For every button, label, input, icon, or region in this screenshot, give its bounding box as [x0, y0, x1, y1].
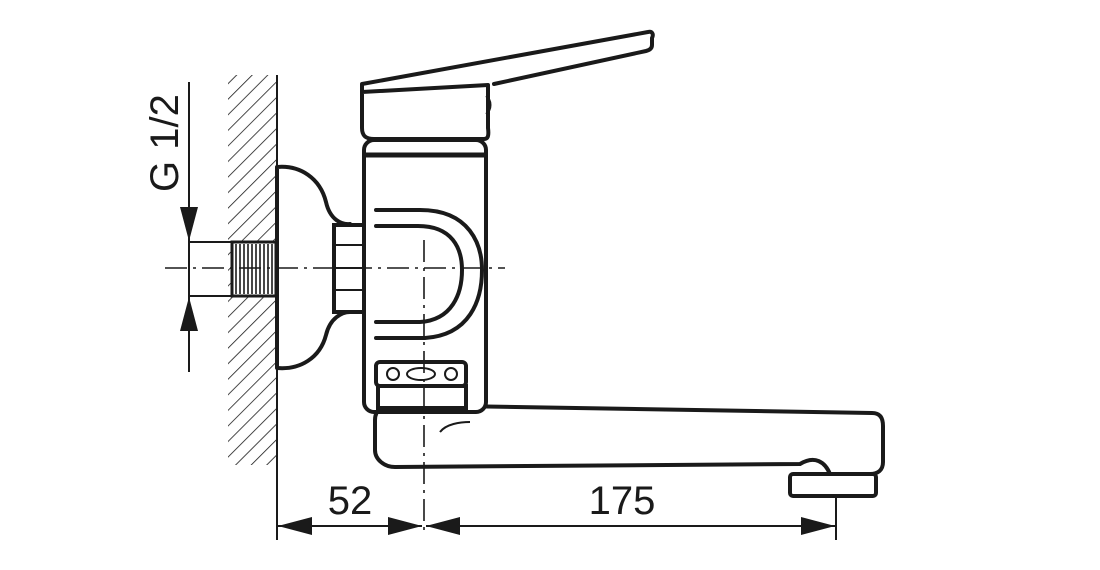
dimension-label-175: 175 [589, 479, 656, 523]
mixer-body [362, 138, 488, 414]
thread-arrow-bottom [180, 297, 198, 331]
aerator [788, 472, 878, 498]
handle-base [360, 83, 491, 141]
body-outer-curve [374, 208, 484, 340]
arrow-52-right [388, 517, 422, 535]
thread-size-label: G 1/2 [143, 94, 187, 192]
handle-pivot-mark [485, 95, 492, 115]
arrow-52-left [278, 517, 312, 535]
decorative-ring [374, 360, 468, 410]
body-inner-curve [374, 224, 464, 324]
spout-body [373, 403, 885, 476]
bottom-dimensions: 52 175 [277, 479, 837, 540]
thread-dimension: G 1/2 [143, 82, 232, 372]
spout-curve [439, 421, 471, 433]
connection-thread [230, 240, 278, 298]
arrow-175-left [426, 517, 460, 535]
handle-lever [360, 29, 655, 94]
arrow-175-right [801, 517, 835, 535]
wall [228, 75, 278, 540]
dimension-label-52: 52 [328, 479, 373, 523]
lever-handle [360, 29, 655, 141]
thread-arrow-top [180, 207, 198, 241]
